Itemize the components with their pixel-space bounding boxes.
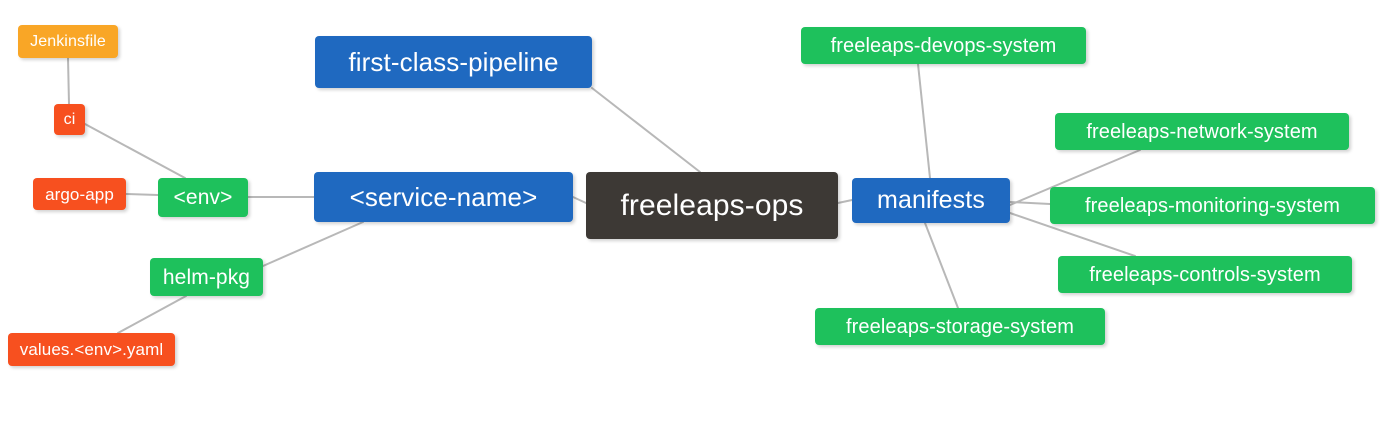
edge-service-name-to-helm-pkg — [262, 221, 364, 267]
node-manifests[interactable]: manifests — [852, 178, 1010, 223]
node-freeleaps-monitoring-system[interactable]: freeleaps-monitoring-system — [1050, 187, 1375, 224]
node-freeleaps-ops[interactable]: freeleaps-ops — [586, 172, 838, 239]
node-freeleaps-storage-system[interactable]: freeleaps-storage-system — [815, 308, 1105, 345]
edge-manifests-to-freeleaps-monitoring-system — [1009, 201, 1051, 205]
edge-ci-to-Jenkinsfile — [67, 57, 70, 105]
edge-env-to-ci — [84, 123, 186, 179]
node-helm-pkg[interactable]: helm-pkg — [150, 258, 263, 296]
node-argo-app[interactable]: argo-app — [33, 178, 126, 210]
edge-helm-pkg-to-values-env-yaml — [117, 295, 187, 334]
edge-first-class-pipeline-to-freeleaps-ops — [591, 87, 701, 173]
node-ci[interactable]: ci — [54, 104, 85, 135]
node-freeleaps-devops-system[interactable]: freeleaps-devops-system — [801, 27, 1086, 64]
edge-manifests-to-freeleaps-storage-system — [924, 222, 959, 309]
node-service-name[interactable]: <service-name> — [314, 172, 573, 222]
edge-manifests-to-freeleaps-devops-system — [917, 63, 931, 179]
edge-env-to-argo-app — [125, 193, 159, 196]
node-env[interactable]: <env> — [158, 178, 248, 217]
node-values-env-yaml[interactable]: values.<env>.yaml — [8, 333, 175, 366]
edge-freeleaps-ops-to-manifests — [837, 199, 853, 204]
node-freeleaps-network-system[interactable]: freeleaps-network-system — [1055, 113, 1349, 150]
edge-service-name-to-freeleaps-ops — [572, 196, 587, 204]
node-first-class-pipeline[interactable]: first-class-pipeline — [315, 36, 592, 88]
node-Jenkinsfile[interactable]: Jenkinsfile — [18, 25, 118, 58]
node-freeleaps-controls-system[interactable]: freeleaps-controls-system — [1058, 256, 1352, 293]
